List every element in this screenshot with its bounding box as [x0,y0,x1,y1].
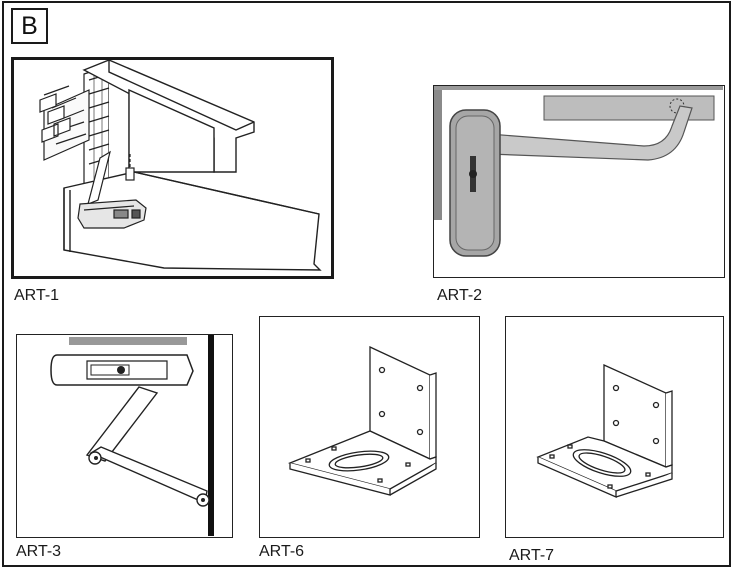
art-3-illustration [50,335,214,536]
top-rail [434,86,723,90]
arm [488,105,693,161]
caption-art-2: ART-2 [437,287,483,304]
art-1-illustration [39,60,322,271]
panel-art-6 [259,316,480,538]
post [434,90,442,220]
caption-art-1: ART-1 [14,287,60,304]
lintel-beam [82,60,255,173]
panel-art-2 [433,85,725,278]
panel-art-3 [16,334,233,538]
gate-post [208,335,214,536]
upper-arm [85,386,159,462]
motor-unit [77,150,147,229]
gate-leaf [63,171,322,271]
section-label: B [21,11,38,40]
l-bracket [287,345,437,496]
l-bracket [536,363,673,498]
caption-art-7: ART-7 [509,547,555,564]
lower-arm [89,446,208,505]
caption-art-3: ART-3 [16,543,62,560]
section-badge: B [11,8,48,44]
caption-art-6: ART-6 [259,543,305,560]
panel-art-1 [11,57,334,279]
art-7-illustration [536,363,673,498]
top-rail [69,337,187,345]
art-2-illustration [434,86,723,257]
art-6-illustration [287,345,437,496]
panel-art-7 [505,316,724,538]
pivot-mark [669,98,685,114]
